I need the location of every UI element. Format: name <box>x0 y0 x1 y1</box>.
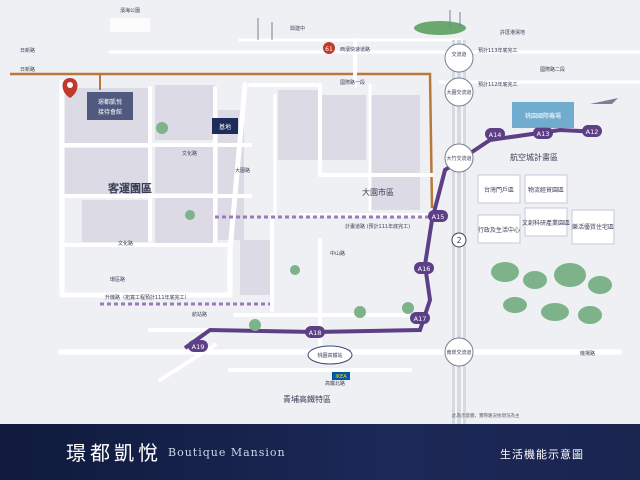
sales-pin <box>62 78 78 98</box>
site-marker: 基地 <box>212 118 238 134</box>
station-a12: A12 <box>582 125 602 137</box>
district-keyun: 客運園區 <box>107 181 152 195</box>
hsr-station-marker: 桃園高鐵站 <box>307 345 353 365</box>
highway-2-number: 2 <box>456 236 461 245</box>
road-guo-ji-2: 國際路二段 <box>540 66 565 73</box>
airport-area: 桃園國際機場 <box>512 98 618 128</box>
station-a18: A18 <box>305 326 325 338</box>
footer-caption: 生活機能示意圖 <box>500 448 584 461</box>
windmill-right: 許厝港濕地 <box>414 10 525 36</box>
ikea-marker: IKEA <box>332 372 350 380</box>
interchange-4: 南崁交流道 <box>446 349 471 356</box>
project-sales-box: 接待會館 <box>98 108 122 116</box>
footer-brand: 璟都凱悅 <box>66 441 162 465</box>
project-name-box: 璟都凱悅 <box>98 98 122 106</box>
station-a14: A14 <box>485 128 505 140</box>
svg-text:A12: A12 <box>586 128 599 136</box>
annotation-north: 興建中 <box>290 25 305 32</box>
footer-brand-en: Boutique Mansion <box>168 446 286 459</box>
road-gao-tie-bei: 高鐵北路 <box>325 380 345 387</box>
station-a19: A19 <box>188 340 208 352</box>
green-hills <box>491 262 612 324</box>
zone-creative: 文創科研產業園區 <box>522 219 570 227</box>
road-zhong-shan: 中山路 <box>330 250 345 257</box>
aerotropolis-zones: 航空城計畫區 台灣門戶區 物流經貿園區 文創科研產業園區 行政及生活中心 樂活優… <box>477 152 615 245</box>
site-label: 基地 <box>219 123 231 131</box>
expressway-label: 西濱快速道路 <box>340 46 370 53</box>
svg-text:A13: A13 <box>537 130 550 138</box>
zone-residential: 樂活優質住宅區 <box>572 223 614 231</box>
ri-xin-road <box>10 72 434 209</box>
road-ri-xin-2: 日新路 <box>20 66 35 73</box>
station-a15: A15 <box>428 210 448 222</box>
svg-text:A14: A14 <box>489 131 502 139</box>
expressway-61-number: 61 <box>325 46 333 53</box>
svg-text:A19: A19 <box>192 343 205 351</box>
interchange-3: 大竹交流道 <box>446 155 471 162</box>
svg-text:A17: A17 <box>414 315 427 323</box>
park-icons <box>156 122 414 331</box>
road-ji-chang: 機場路 <box>580 350 595 357</box>
station-a17: A17 <box>410 312 430 324</box>
road-wen-hua-2: 文化路 <box>118 240 133 247</box>
top-right-wetland: 許厝港濕地 <box>500 29 525 36</box>
road-huan-qu: 環區路 <box>110 276 125 283</box>
station-a16: A16 <box>414 262 434 274</box>
svg-text:A16: A16 <box>418 265 431 273</box>
road-ri-xin: 日新路 <box>20 47 35 54</box>
zone-gateway: 台灣門戶區 <box>484 186 514 194</box>
mrt-stations: A12 A13 A14 A15 A16 A17 A18 A19 <box>188 125 602 352</box>
road-da-yuan: 大園路 <box>235 167 250 174</box>
svg-text:A15: A15 <box>432 213 445 221</box>
highway-2-badge: 2 <box>451 232 467 248</box>
ikea-label: IKEA <box>335 374 347 380</box>
zone-admin: 行政及生活中心 <box>478 226 520 234</box>
annotation-top-plan: 預計113年底完工 <box>478 47 518 54</box>
svg-text:A18: A18 <box>309 329 322 337</box>
hsr-station-label: 桃園高鐵站 <box>317 352 342 359</box>
map-footnote: 此為示意圖，實際路況依現況為主 <box>452 414 520 419</box>
skyline-left-label: 濱海公園 <box>120 7 140 14</box>
station-a13: A13 <box>533 127 553 139</box>
aerotropolis-title: 航空城計畫區 <box>510 152 558 162</box>
skyline-left: 濱海公園 <box>110 7 150 32</box>
road-hang-zhan: 航站路 <box>192 311 207 318</box>
expressway-61-badge: 61 西濱快速道路 <box>323 42 370 54</box>
footer-bar <box>0 424 640 480</box>
airport-label: 桃園國際機場 <box>525 112 561 120</box>
annotation-lower-road: 升機路（拓寬工程預計111年底完工） <box>105 294 190 301</box>
sales-office-marker: 璟都凱悅 接待會館 <box>87 92 133 120</box>
annotation-mid-plan: 預計112年底完工 <box>478 81 518 88</box>
interchanges: 交流道 大園交流道 大竹交流道 南崁交流道 <box>444 43 474 367</box>
interchange-top: 交流道 <box>451 51 466 58</box>
interchange-2: 大園交流道 <box>446 89 471 96</box>
road-network <box>57 38 640 382</box>
windmill-left <box>257 18 273 40</box>
annotation-planned-road: 計畫道路 (預計111年底完工) <box>345 223 410 230</box>
district-qingpu: 青埔高鐵特區 <box>283 394 331 404</box>
road-guo-ji-1: 國際路一段 <box>340 79 365 86</box>
zone-logistics: 物流經貿園區 <box>528 186 564 194</box>
road-wen-hua: 文化路 <box>182 150 197 157</box>
district-dayuan: 大園市區 <box>362 187 394 197</box>
